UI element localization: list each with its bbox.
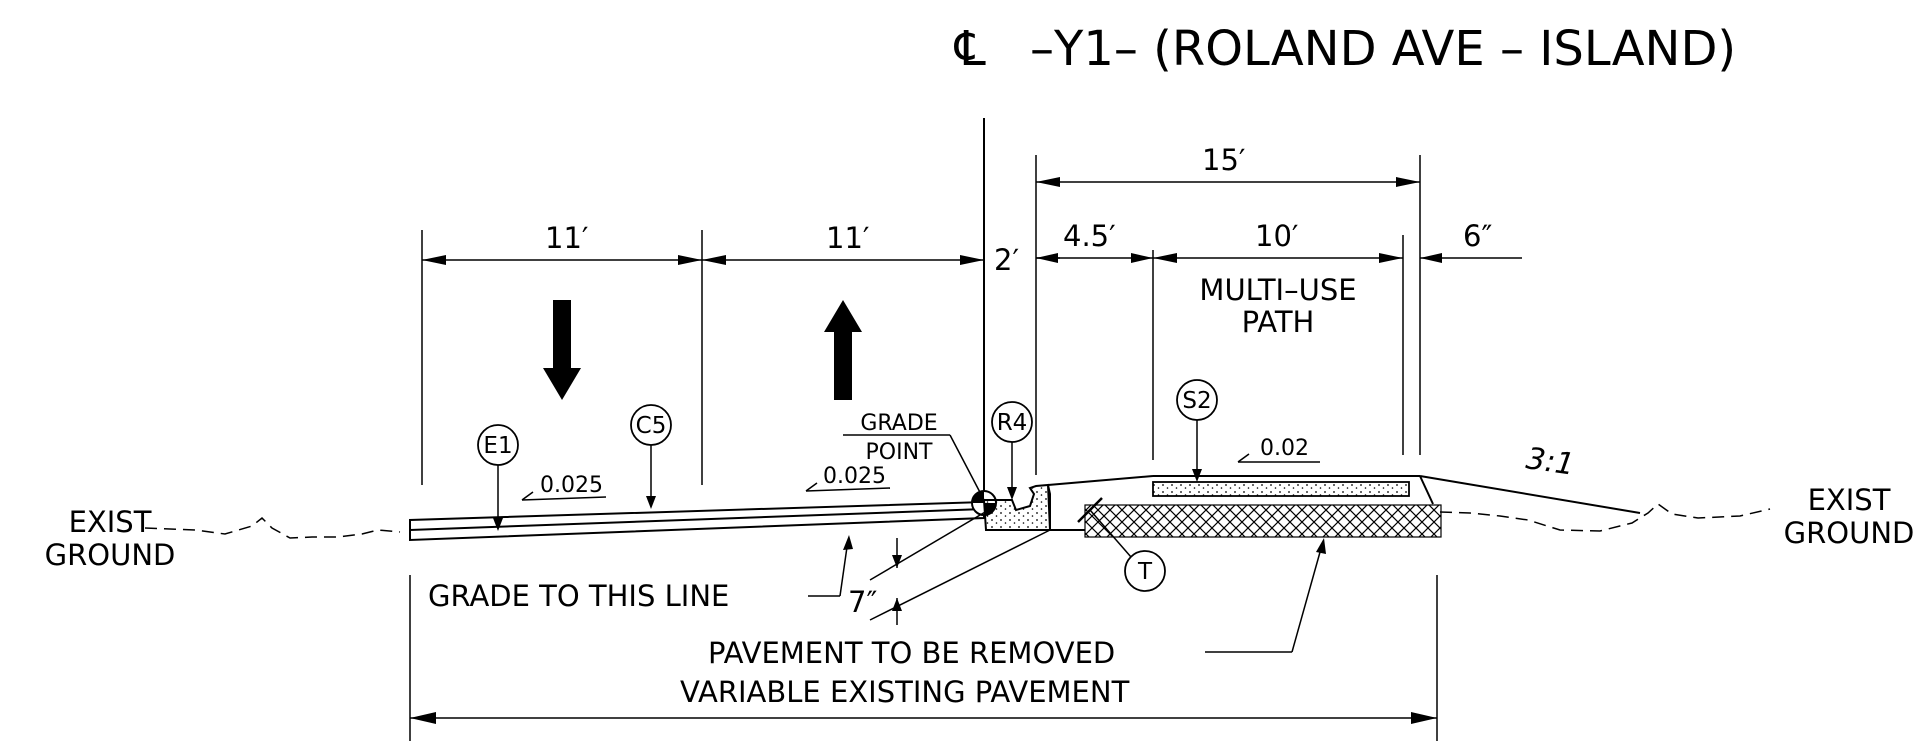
svg-text:0.02: 0.02 [1260,436,1309,461]
depth-dimension: 7″ [848,507,1051,625]
grade-line-callout: GRADE TO THIS LINE [428,535,853,613]
callout-s2: S2 [1176,379,1218,482]
svg-text:0.025: 0.025 [540,473,603,498]
path-label-line1: MULTI–USE [1199,273,1356,307]
path-label-line2: PATH [1242,305,1315,339]
path-width: 10′ [1255,219,1299,253]
callout-r4: R4 [991,401,1033,500]
svg-text:7″: 7″ [848,585,877,619]
multi-use-path-surface [1152,481,1410,497]
svg-text:R4: R4 [997,410,1028,436]
exist-ground-right-label-2: GROUND [1784,516,1915,550]
pavement-removal-callout: PAVEMENT TO BE REMOVED VARIABLE EXISTING… [680,538,1326,709]
svg-text:S2: S2 [1182,388,1211,414]
side-slope-ratio: 3:1 [1524,441,1577,482]
curb-gutter [982,483,1052,531]
down-arrow-icon [543,300,581,400]
existing-ground-right [1439,503,1771,532]
slope-indicator-lane-right: 0.025 [805,464,891,492]
title-text: –Y1– (ROLAND AVE – ISLAND) [1030,21,1736,77]
edge-width: 6″ [1463,219,1492,253]
section-title: ℄ –Y1– (ROLAND AVE – ISLAND) [954,21,1736,77]
exist-ground-right-label-1: EXIST [1808,483,1891,517]
callout-e1: E1 [477,424,519,531]
lane-right-width: 11′ [826,221,870,255]
gutter-width: 2′ [994,243,1019,277]
extension-lines [409,118,1438,741]
lane-left-width: 11′ [545,221,589,255]
up-arrow-icon [824,300,862,400]
slope-indicator-lane-left: 0.025 [521,473,607,501]
svg-text:POINT: POINT [866,440,934,465]
svg-text:GRADE TO THIS LINE: GRADE TO THIS LINE [428,579,729,613]
exist-ground-left-label-2: GROUND [45,538,176,572]
svg-text:VARIABLE EXISTING PAVEMENT: VARIABLE EXISTING PAVEMENT [680,675,1130,709]
existing-pavement-hatch [1084,504,1442,538]
offset-width: 4.5′ [1063,219,1116,253]
existing-ground-left [144,516,401,539]
svg-text:C5: C5 [636,413,667,439]
svg-text:GRADE: GRADE [860,411,937,436]
roadway-pavement [409,500,985,542]
svg-text:E1: E1 [483,433,512,459]
svg-text:0.025: 0.025 [823,464,886,489]
grade-point-label: GRADE POINT [843,411,985,501]
exist-ground-left-label-1: EXIST [69,505,152,539]
svg-text:PAVEMENT TO BE REMOVED: PAVEMENT TO BE REMOVED [708,636,1115,670]
overall-path-width: 15′ [1202,143,1246,177]
callout-c5: C5 [630,404,672,509]
slope-indicator-path: 0.02 [1237,436,1320,463]
dimension-lines [410,177,1522,724]
centerline-symbol: ℄ [954,21,986,77]
svg-text:T: T [1137,559,1153,585]
callout-t: T [1077,497,1166,592]
